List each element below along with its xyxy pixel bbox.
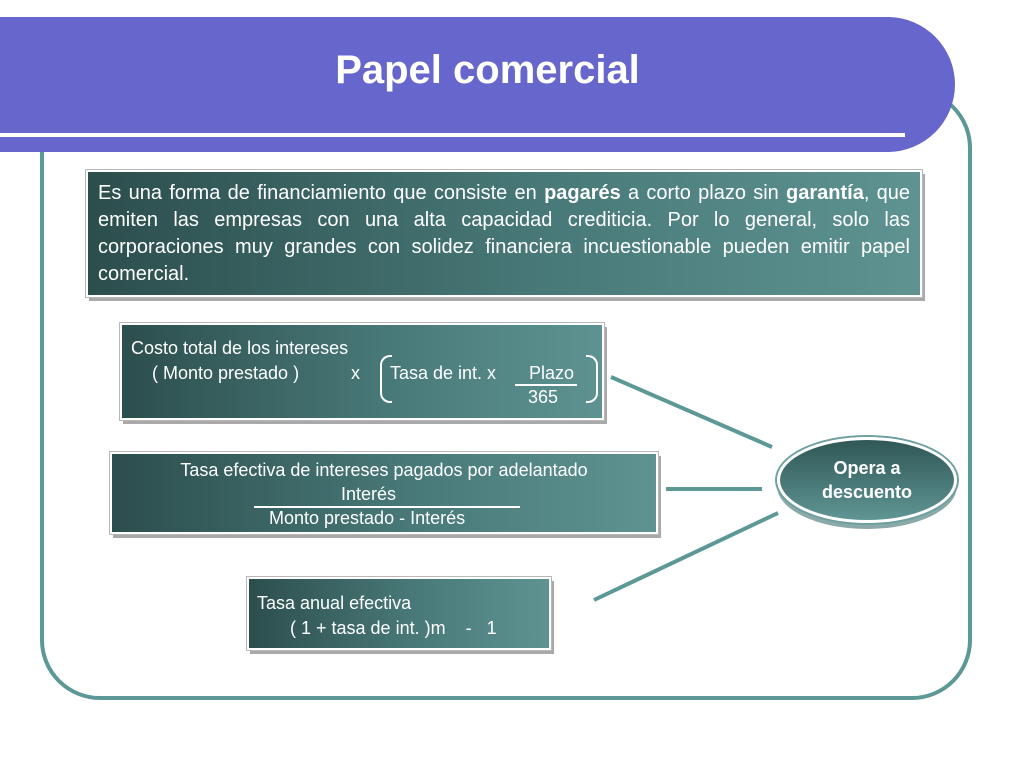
definition-text-2: a corto plazo sin xyxy=(620,182,787,204)
connector-annual-rate xyxy=(593,511,779,602)
title-underline xyxy=(0,133,905,137)
discount-node-line-2: descuento xyxy=(821,482,913,502)
definition-term-garantia: garantía xyxy=(786,182,864,204)
connector-interest xyxy=(610,375,773,449)
interest-right-bracket xyxy=(586,355,598,403)
definition-text-3: , que emiten las empresas con una alta c… xyxy=(98,182,911,285)
effective-rate-formula-box: Tasa efectiva de intereses pagados por a… xyxy=(109,451,659,535)
interest-rate-term: Tasa de int. x xyxy=(390,363,497,383)
interest-cost-label: Costo total de los intereses xyxy=(131,338,349,358)
interest-cost-formula-box: Costo total de los intereses ( Monto pre… xyxy=(119,322,605,421)
interest-term-denominator: 365 xyxy=(528,387,559,407)
interest-amount-term: ( Monto prestado ) xyxy=(152,363,300,383)
discount-node-line-1: Opera a xyxy=(833,458,901,478)
annual-rate-label: Tasa anual efectiva xyxy=(257,593,412,613)
interest-left-bracket xyxy=(380,355,392,403)
title-banner xyxy=(0,17,955,152)
definition-box: Es una forma de financiamiento que consi… xyxy=(85,169,923,298)
effective-rate-fraction-bar xyxy=(254,506,520,508)
annual-rate-formula-box: Tasa anual efectiva ( 1 + tasa de int. )… xyxy=(246,576,552,651)
definition-text-1: Es una forma de financiamiento que consi… xyxy=(98,182,545,204)
discount-node: Opera a descuento xyxy=(777,437,957,523)
effective-rate-denominator: Monto prestado - Interés xyxy=(269,508,466,528)
annual-rate-expression: ( 1 + tasa de int. )m - 1 xyxy=(290,618,497,638)
interest-multiply-sign: x xyxy=(351,363,360,383)
definition-term-pagares: pagarés xyxy=(544,182,621,204)
slide-title: Papel comercial xyxy=(335,48,640,92)
effective-rate-label: Tasa efectiva de intereses pagados por a… xyxy=(180,460,588,480)
interest-term-numerator: Plazo xyxy=(529,363,575,383)
interest-fraction-bar xyxy=(515,384,577,386)
effective-rate-numerator: Interés xyxy=(341,484,397,504)
